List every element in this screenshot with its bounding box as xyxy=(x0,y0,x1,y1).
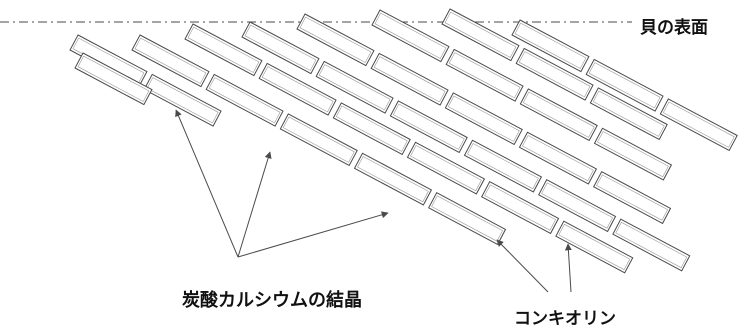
crystal-brick xyxy=(441,8,520,62)
crystal-brick xyxy=(515,47,594,101)
crystal-brick xyxy=(184,23,263,77)
crystal-brick-inner-edge xyxy=(467,143,539,190)
crystal-brick xyxy=(481,181,560,235)
crystal-brick-inner-edge xyxy=(592,90,665,137)
crystal-brick-inner-edge xyxy=(615,221,688,269)
crystal-brick-inner-edge xyxy=(597,131,669,178)
crystal-brick xyxy=(463,139,543,193)
crystal-brick-inner-edge xyxy=(392,103,465,150)
crystal-brick-inner-edge xyxy=(77,55,150,102)
crystal-brick xyxy=(519,88,598,142)
crystal-brick-inner-edge xyxy=(261,66,334,113)
crystal-brick xyxy=(370,52,449,106)
crystal-brick-inner-edge xyxy=(522,91,595,138)
crystal-brick xyxy=(315,60,394,114)
crystal-arrow-1 xyxy=(175,109,239,258)
crystal-brick-inner-edge xyxy=(146,77,219,124)
crystal-brick-inner-edge xyxy=(208,77,281,124)
crystal-arrow-2 xyxy=(237,151,272,258)
crystal-brick-inner-edge xyxy=(374,12,447,59)
conchiolin-label: コンキオリン xyxy=(514,309,616,329)
crystal-brick xyxy=(258,62,337,116)
crystal-brick xyxy=(659,98,738,152)
crystal-brick-inner-edge xyxy=(299,16,372,63)
crystal-brick xyxy=(131,34,210,88)
crystal-brick-inner-edge xyxy=(518,51,591,98)
crystal-brick xyxy=(444,92,523,146)
crystal-brick-inner-edge xyxy=(244,24,317,71)
crystal-brick xyxy=(371,9,450,63)
crystal-brick xyxy=(538,179,617,233)
crystal-arrow-3 xyxy=(237,211,389,258)
crystal-brick xyxy=(511,19,590,73)
crystal-brick-inner-edge xyxy=(318,64,391,111)
crystal-brick xyxy=(389,100,468,154)
crystal-brick xyxy=(518,131,598,185)
crystal-brick xyxy=(353,152,433,206)
crystal-brick-inner-edge xyxy=(522,135,594,182)
crystal-brick xyxy=(74,52,153,106)
crystal-brick xyxy=(279,113,358,167)
crystal-brick-inner-edge xyxy=(444,11,517,58)
crystal-brick xyxy=(406,141,486,195)
crystal-brick xyxy=(296,13,375,67)
crystal-brick xyxy=(612,218,691,272)
crystal-brick xyxy=(445,48,524,102)
label-arrows xyxy=(175,109,572,293)
conchiolin-arrow-1 xyxy=(496,239,549,293)
crystal-brick xyxy=(585,58,664,112)
crystal-brick-inner-edge xyxy=(558,223,631,271)
crystal-brick-inner-edge xyxy=(357,156,429,203)
crystal-brick-inner-edge xyxy=(373,56,446,103)
crystal-brick-inner-edge xyxy=(447,95,520,142)
crystal-brick-inner-edge xyxy=(187,26,260,73)
crystal-brick xyxy=(143,73,222,127)
crystal-brick xyxy=(589,87,668,141)
crystal-brick-inner-edge xyxy=(282,116,355,163)
calcium-carbonate-crystal-label: 炭酸カルシウムの結晶 xyxy=(182,290,362,311)
crystal-brick xyxy=(205,73,284,127)
crystal-brick-inner-edge xyxy=(514,22,587,69)
crystal-brick-inner-edge xyxy=(335,105,408,152)
crystal-brick-inner-edge xyxy=(588,62,661,109)
crystal-brick-inner-edge xyxy=(484,184,557,231)
conchiolin-arrow-2 xyxy=(564,243,572,293)
crystal-brick-inner-edge xyxy=(662,101,735,148)
crystal-brick-inner-edge xyxy=(134,37,207,84)
crystal-brick-inner-edge xyxy=(410,145,482,192)
crystal-brick xyxy=(593,127,673,181)
crystal-brick-inner-edge xyxy=(541,182,614,229)
shell-surface-label: 貝の表面 xyxy=(640,18,708,38)
crystal-brick-inner-edge xyxy=(448,52,521,99)
crystal-brick-inner-edge xyxy=(596,174,669,221)
crystal-brick xyxy=(555,220,634,274)
crystal-brick xyxy=(241,21,320,75)
crystal-brick xyxy=(593,171,672,225)
crystal-brick xyxy=(332,102,411,156)
calcium-carbonate-crystal-layers xyxy=(69,8,738,274)
